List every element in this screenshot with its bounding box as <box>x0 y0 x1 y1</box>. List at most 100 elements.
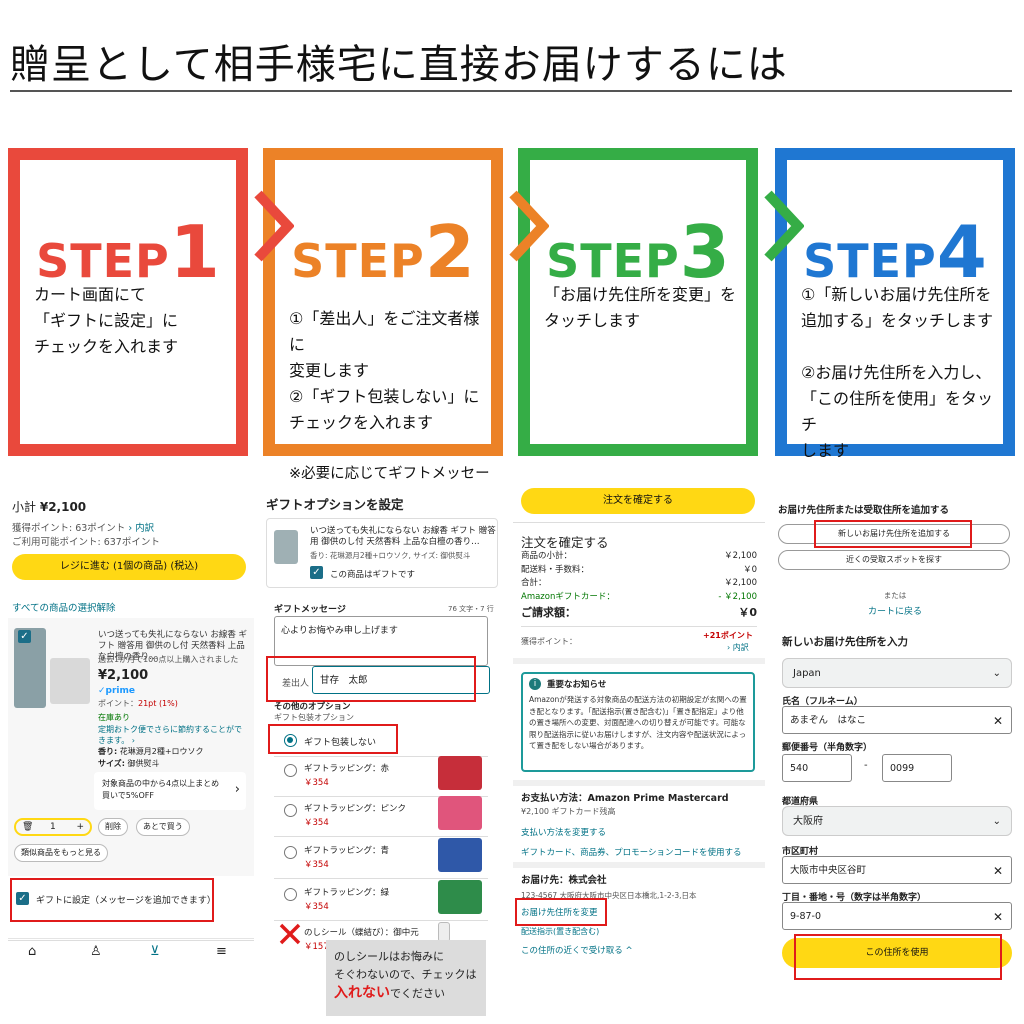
street-input[interactable]: 9-87-0✕ <box>782 902 1012 930</box>
home-icon[interactable]: ⌂ <box>28 944 37 959</box>
gift-checkbox[interactable]: ✓ <box>16 892 29 905</box>
place-order-top-button[interactable]: 注文を確定する <box>521 488 755 514</box>
deselect-all-link[interactable]: すべての商品の選択解除 <box>12 603 116 614</box>
arrow-right-icon <box>764 190 804 262</box>
wrap-green-price: ￥354 <box>304 902 329 912</box>
item-select-checkbox[interactable]: ✓ <box>18 630 31 643</box>
cross-mark-icon <box>279 923 301 945</box>
prime-badge: ✓prime <box>98 686 135 696</box>
title-divider <box>10 90 1012 92</box>
use-address-button[interactable]: この住所を使用 <box>782 938 1012 968</box>
zip-input-1[interactable]: 540 <box>782 754 852 782</box>
info-icon: i <box>529 678 541 690</box>
stock-status: 在庫あり <box>98 713 130 722</box>
country-select[interactable]: Japan⌄ <box>782 658 1012 688</box>
wrap-green-radio[interactable] <box>284 888 297 901</box>
menu-icon[interactable]: ≡ <box>216 944 227 959</box>
no-wrap-label[interactable]: ギフト包装しない <box>304 738 377 748</box>
message-counter: 76 文字・7 行 <box>448 605 494 613</box>
address-heading: お届け先住所または受取住所を追加する <box>778 505 950 516</box>
chevron-right-icon: › <box>234 782 240 797</box>
product-price: ¥2,100 <box>98 668 149 683</box>
step-4-box: STEP4 ①「新しいお届け先住所を 追加する」をタッチします ②お届け先住所を… <box>775 148 1015 460</box>
gift-heading: ギフトオプションを設定 <box>266 497 404 512</box>
wrap-blue-image <box>438 838 482 872</box>
pickup-nearby-link[interactable]: この住所の近くで受け取る ^ <box>521 946 633 956</box>
checkout-button[interactable]: レジに進む (1個の商品) (税込) <box>12 554 246 580</box>
is-gift-checkbox[interactable]: ✓ <box>310 566 323 579</box>
gift-product-card <box>266 518 498 588</box>
message-label: ギフトメッセージ <box>274 605 346 615</box>
city-input[interactable]: 大阪市中央区谷町✕ <box>782 856 1012 884</box>
prefecture-select[interactable]: 大阪府⌄ <box>782 806 1012 836</box>
sender-label: 差出人 <box>282 679 310 689</box>
chevron-down-icon: ⌄ <box>992 668 1001 679</box>
form-heading: 新しいお届け先住所を入力 <box>782 636 908 648</box>
wrap-red-radio[interactable] <box>284 764 297 777</box>
trash-icon[interactable]: 🗑 <box>22 822 34 832</box>
similar-items-button[interactable]: 類似商品をもっと見る <box>14 844 108 862</box>
gift-options-panel: ギフトオプションを設定 いつ送っても失礼にならない お線香 ギフト 贈答用 御供… <box>262 488 502 1018</box>
gift-message-input[interactable]: 心よりお悔やみ申し上げます <box>274 616 488 666</box>
find-pickup-button[interactable]: 近くの受取スポットを探す <box>778 550 1010 570</box>
step-3-box: STEP3 「お届け先住所を変更」を タッチします <box>518 148 758 456</box>
noshi-price: ￥157 <box>304 942 329 952</box>
gift-card-link[interactable]: ギフトカード、商品券、プロモーションコードを使用する <box>521 848 742 858</box>
wrap-pink-image <box>438 796 482 830</box>
wrap-red-price: ￥354 <box>304 778 329 788</box>
arrow-right-icon <box>509 190 549 262</box>
cart-panel: 小計 ¥2,100 獲得ポイント: 63ポイント › 内訳 ご利用可能ポイント:… <box>8 488 254 1018</box>
wrap-pink-radio[interactable] <box>284 804 297 817</box>
clear-icon[interactable]: ✕ <box>992 910 1003 924</box>
gift-product-meta: 香り: 花琳源月2種+ロウソク, サイズ: 御供熨斗 <box>310 551 471 560</box>
wrap-green-image <box>438 880 482 914</box>
change-payment-link[interactable]: 支払い方法を変更する <box>521 828 607 838</box>
subscribe-link[interactable]: 定期おトク便でさらに節約することができます。 › <box>98 725 242 745</box>
other-options-label: その他のオプション <box>274 702 351 712</box>
or-divider: または <box>883 591 907 600</box>
clear-icon[interactable]: ✕ <box>992 864 1003 878</box>
cart-points: 獲得ポイント: 63ポイント › 内訳 <box>12 523 155 534</box>
step-4-heading: STEP4 <box>803 210 987 294</box>
zip-input-2[interactable]: 0099 <box>882 754 952 782</box>
product-title[interactable]: いつ送っても失礼にならない お線香 ギフト 贈答用 御供のし付 天然香料 上品な… <box>98 630 248 662</box>
points-breakdown-link[interactable]: › 内訳 <box>128 523 155 534</box>
arrow-right-icon <box>254 190 294 262</box>
noshi-label[interactable]: のしシール（蝶結び）：御中元 <box>304 928 419 938</box>
no-wrap-radio[interactable] <box>284 734 297 747</box>
name-label: 氏名（フルネーム） <box>782 697 863 707</box>
wrap-red-label[interactable]: ギフトラッピング：赤 <box>304 764 390 774</box>
delivery-instructions-link[interactable]: 配送指示(置き配含む) <box>521 927 600 936</box>
cart-icon[interactable]: ⊻ <box>150 944 160 959</box>
promo-card[interactable]: 対象商品の中から4点以上まとめ買いで5%OFF › <box>94 772 246 810</box>
is-gift-label[interactable]: この商品はギフトです <box>330 570 416 580</box>
wrap-green-label[interactable]: ギフトラッピング：緑 <box>304 888 390 898</box>
wrap-blue-label[interactable]: ギフトラッピング：青 <box>304 846 390 856</box>
zip-dash: - <box>864 760 868 771</box>
pref-label: 都道府県 <box>782 797 819 807</box>
name-input[interactable]: あまぞん はなこ✕ <box>782 706 1012 734</box>
clear-icon[interactable]: ✕ <box>992 714 1003 728</box>
wrap-blue-radio[interactable] <box>284 846 297 859</box>
account-icon[interactable]: ♙ <box>90 944 102 959</box>
step-1-heading: STEP1 <box>36 210 220 294</box>
points-breakdown-link[interactable]: › 内訳 <box>727 643 749 652</box>
confirm-heading: 注文を確定する <box>521 535 609 550</box>
wrap-pink-label[interactable]: ギフトラッピング：ピンク <box>304 804 407 814</box>
plus-icon[interactable]: + <box>76 822 84 832</box>
zip-label: 郵便番号（半角数字） <box>782 743 873 753</box>
sender-input[interactable]: 甘存 太郎 <box>312 666 490 694</box>
product-image <box>50 658 90 704</box>
ship-address: 123-4567 大阪府大阪市中央区日本橋北,1-2-3,日本 <box>521 891 697 900</box>
delete-button[interactable]: 削除 <box>98 818 128 836</box>
change-address-link[interactable]: お届け先住所を変更 <box>521 908 598 918</box>
back-to-cart-link[interactable]: カートに戻る <box>867 607 922 617</box>
gift-checkbox-label[interactable]: ギフトに設定（メッセージを追加できます） <box>36 896 216 906</box>
step-3-heading: STEP3 <box>546 210 730 294</box>
wrap-blue-price: ￥354 <box>304 860 329 870</box>
add-new-address-button[interactable]: 新しいお届け先住所を追加する <box>778 524 1010 544</box>
quantity-stepper[interactable]: 🗑 1 + <box>14 818 92 836</box>
save-for-later-button[interactable]: あとで買う <box>136 818 190 836</box>
points-value: +21ポイント <box>703 631 753 640</box>
wrap-options-label: ギフト包装オプション <box>274 713 354 722</box>
